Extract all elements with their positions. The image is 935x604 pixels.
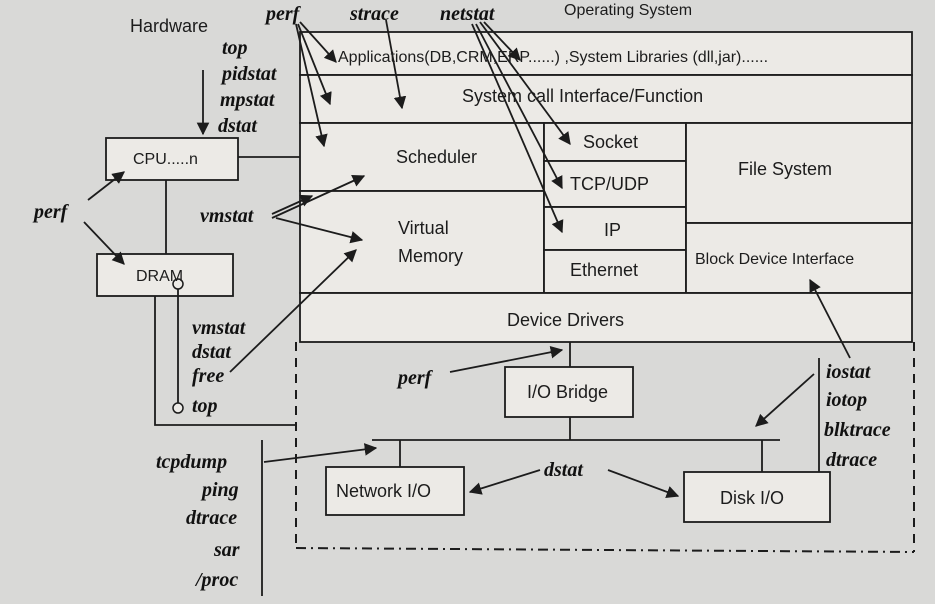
cpu-box (105, 137, 239, 181)
os-title: Operating System (564, 2, 692, 19)
hardware-title: Hardware (130, 16, 208, 36)
disk-io-box (683, 471, 831, 523)
arrow-netstat-apps (483, 21, 521, 61)
arrow-iostat-block (809, 278, 851, 359)
arrow-netstat-ip (471, 23, 564, 234)
scheduler-label: Scheduler (396, 147, 477, 167)
dram-probe-top (172, 278, 184, 290)
ip-box (543, 206, 687, 251)
dram-bus-line (154, 296, 296, 426)
tool-dstat-io: dstat (544, 459, 584, 481)
tool-mpstat: mpstat (220, 89, 276, 111)
tool-tcpdump: tcpdump (156, 451, 227, 473)
disk-io-label: Disk I/O (720, 488, 784, 508)
tool-proc: /proc (194, 569, 238, 591)
arrow-mem-tools-vm (229, 249, 357, 373)
socket-label: Socket (583, 132, 638, 152)
ip-label: IP (604, 220, 621, 240)
scheduler-box (299, 122, 545, 192)
tool-vmstat-mid: vmstat (200, 205, 255, 227)
arrow-tcpdump-network (263, 443, 378, 463)
ethernet-label: Ethernet (570, 260, 638, 280)
virtual-memory-label-2: Memory (398, 246, 463, 266)
virtual-memory-label-1: Virtual (398, 218, 449, 238)
tcp-udp-label: TCP/UDP (570, 174, 649, 194)
arrow-perf-syscall (297, 23, 332, 106)
io-bridge-label: I/O Bridge (527, 382, 608, 402)
tool-free: free (192, 365, 224, 387)
arrow-perf-bridge (449, 346, 564, 373)
arrow-netstat-socket (479, 21, 571, 146)
tool-perf-top: perf (264, 3, 302, 25)
arrow-netstat-tcp (475, 23, 563, 190)
arrow-vmstat-scheduler (271, 174, 366, 219)
hardware-boundary-bottom (295, 547, 915, 553)
arrow-disk-tools-bus (755, 373, 815, 427)
dram-probe-bottom (172, 402, 184, 414)
arrow-dstat-disk (607, 469, 680, 498)
arrow-strace-syscall (385, 19, 407, 110)
cpu-label: CPU.....n (133, 151, 198, 168)
arrow-perf-cpu (87, 171, 125, 201)
arrow-dstat-network (468, 469, 541, 495)
arrow-perf-apps (299, 21, 337, 63)
virtual-memory-box (299, 190, 545, 294)
network-io-label: Network I/O (336, 481, 431, 501)
arrow-vmstat-vm (275, 217, 364, 244)
tool-iostat: iostat (826, 361, 872, 383)
applications-label: Applications(DB,CRM,ERP......) ,System L… (338, 49, 768, 66)
tool-vmstat-mem: vmstat (192, 317, 247, 339)
tool-dstat-cpu: dstat (218, 115, 258, 137)
tool-top-mem: top (192, 395, 218, 417)
device-drivers-layer (299, 292, 913, 343)
tool-dtrace-net: dtrace (186, 507, 237, 529)
tool-sar: sar (213, 539, 240, 561)
tool-strace: strace (349, 3, 399, 25)
applications-layer (299, 31, 913, 76)
arrow-vmstat-os (271, 194, 314, 215)
tool-iotop: iotop (826, 389, 867, 411)
tool-perf-bridge: perf (396, 367, 434, 389)
io-bridge-box (504, 366, 634, 418)
tool-dstat-mem: dstat (192, 341, 232, 363)
arrow-perf-dram (83, 221, 125, 265)
tool-blktrace: blktrace (824, 419, 891, 441)
tool-netstat: netstat (440, 3, 496, 25)
device-drivers-label: Device Drivers (507, 310, 624, 330)
network-io-box (325, 466, 465, 516)
tool-top-cpu: top (222, 37, 248, 59)
arrow-perf-scheduler (295, 23, 328, 148)
system-call-label: System call Interface/Function (462, 86, 703, 106)
block-device-label: Block Device Interface (695, 251, 854, 268)
tool-perf-left: perf (32, 201, 70, 223)
dram-label: DRAM (136, 268, 183, 285)
tool-ping: ping (200, 479, 239, 501)
tool-dtrace-disk: dtrace (826, 449, 877, 471)
tool-pidstat: pidstat (220, 63, 278, 85)
file-system-box (685, 122, 913, 224)
file-system-label: File System (738, 159, 832, 179)
